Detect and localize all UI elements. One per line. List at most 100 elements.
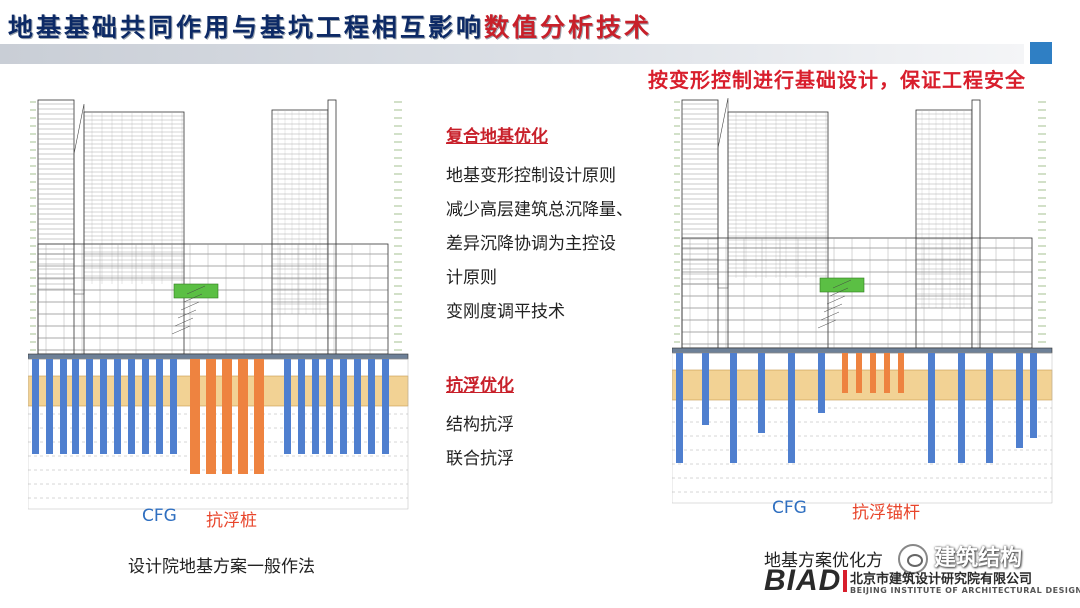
soil-layer-band <box>28 375 409 407</box>
label-anti-float-anchor: 抗浮锚杆 <box>852 503 920 523</box>
company-logo: BIAD 北京市建筑设计研究院有限公司 BEIJING INSTITUTE OF… <box>764 564 1080 602</box>
cfg-pile <box>1030 353 1037 438</box>
tower-outline <box>271 109 329 355</box>
green-roof-block <box>819 277 865 293</box>
section-title-anti-float: 抗浮优化 <box>446 376 514 396</box>
bullet-item: 地基变形控制设计原则 <box>446 166 616 186</box>
anti-float-pile <box>222 359 232 474</box>
drawing-line <box>823 303 843 313</box>
title-bar: 地基基础共同作用与基坑工程相互影响数值分析技术 <box>0 0 1080 66</box>
drawing-line <box>177 309 197 319</box>
cfg-pile <box>326 359 333 454</box>
logo-name-cn: 北京市建筑设计研究院有限公司 <box>850 572 1033 587</box>
watermark: 建筑结构 <box>898 540 1022 574</box>
tower-outline <box>83 111 185 355</box>
section-title-composite-foundation: 复合地基优化 <box>446 127 548 147</box>
drawing-line <box>186 285 206 295</box>
label-cfg-left: CFG <box>142 506 177 526</box>
logo-name-en: BEIJING INSTITUTE OF ARCHITECTURAL DESIG… <box>850 586 1080 595</box>
cfg-pile <box>928 353 935 463</box>
tower-core <box>327 99 337 355</box>
cfg-pile <box>32 359 39 454</box>
label-cfg-right: CFG <box>772 498 807 518</box>
foundation-raft <box>672 347 1053 354</box>
cfg-pile <box>758 353 765 433</box>
cfg-pile <box>354 359 361 454</box>
cfg-pile <box>312 359 319 454</box>
cfg-pile <box>72 359 79 454</box>
caption-left: 设计院地基方案一般作法 <box>128 557 315 577</box>
drawing-line <box>180 301 200 311</box>
green-roof-block <box>173 283 219 299</box>
bullet-item: 变刚度调平技术 <box>446 302 565 322</box>
cfg-pile <box>284 359 291 454</box>
anti-float-anchor <box>898 353 904 393</box>
cfg-pile <box>156 359 163 454</box>
bullet-item: 联合抗浮 <box>446 449 514 469</box>
cfg-pile <box>368 359 375 454</box>
anti-float-anchor <box>884 353 890 393</box>
cfg-pile <box>730 353 737 463</box>
title-band <box>0 44 1024 64</box>
drawing-line <box>817 319 837 329</box>
title-main: 地基基础共同作用与基坑工程相互影响 <box>8 13 485 42</box>
cfg-pile <box>986 353 993 463</box>
anti-float-pile <box>190 359 200 474</box>
wechat-icon <box>898 544 928 574</box>
drawing-line <box>171 325 191 335</box>
caption-right: 地基方案优化方 <box>764 551 883 571</box>
cfg-pile <box>340 359 347 454</box>
anti-float-anchor <box>870 353 876 393</box>
anti-float-anchor <box>842 353 848 393</box>
slide-title: 地基基础共同作用与基坑工程相互影响数值分析技术 <box>8 8 652 44</box>
cfg-pile <box>100 359 107 454</box>
foundation-raft <box>28 353 409 360</box>
drawing-line <box>826 295 846 305</box>
tower-outline <box>727 111 829 349</box>
watermark-text: 建筑结构 <box>934 546 1023 571</box>
bullet-item: 计原则 <box>446 268 497 288</box>
cfg-pile <box>114 359 121 454</box>
cfg-pile <box>1016 353 1023 448</box>
drawing-line <box>183 293 203 303</box>
soil-zone <box>28 358 409 510</box>
anti-float-anchor <box>856 353 862 393</box>
bullet-list: 复合地基优化 地基变形控制设计原则 减少高层建筑总沉降量、 差异沉降协调为主控设… <box>446 122 666 476</box>
cfg-pile <box>676 353 683 463</box>
label-anti-float-pile: 抗浮桩 <box>206 511 257 531</box>
bullet-item: 结构抗浮 <box>446 415 514 435</box>
drawing-left <box>28 96 418 516</box>
cfg-pile <box>46 359 53 454</box>
cfg-pile <box>170 359 177 454</box>
bullet-item: 差异沉降协调为主控设 <box>446 234 616 254</box>
drawing-right <box>672 96 1062 512</box>
cfg-pile <box>958 353 965 463</box>
anti-float-pile <box>238 359 248 474</box>
tagline: 按变形控制进行基础设计，保证工程安全 <box>648 68 1026 92</box>
tower-outline <box>37 99 75 355</box>
title-accent-square <box>1030 42 1052 64</box>
tower-core <box>971 99 981 349</box>
logo-mark-text: BIAD <box>764 564 842 597</box>
cfg-pile <box>86 359 93 454</box>
section-drawing-optimized <box>672 97 1053 504</box>
facade-outline <box>73 103 85 295</box>
logo-mark: BIAD <box>764 564 848 598</box>
cfg-pile <box>382 359 389 454</box>
cfg-pile <box>788 353 795 463</box>
drawing-line <box>820 311 840 321</box>
title-highlight: 数值分析技术 <box>484 13 653 42</box>
drawing-line <box>829 287 849 297</box>
drawing-line <box>832 279 852 289</box>
anti-float-pile <box>254 359 264 474</box>
drawing-line <box>174 317 194 327</box>
cfg-pile <box>142 359 149 454</box>
cfg-pile <box>818 353 825 413</box>
anti-float-pile <box>206 359 216 474</box>
cfg-pile <box>702 353 709 425</box>
cfg-pile <box>128 359 135 454</box>
facade-outline <box>717 97 729 289</box>
section-drawing-general <box>28 99 409 510</box>
bullet-item: 减少高层建筑总沉降量、 <box>446 200 633 220</box>
cfg-pile <box>60 359 67 454</box>
